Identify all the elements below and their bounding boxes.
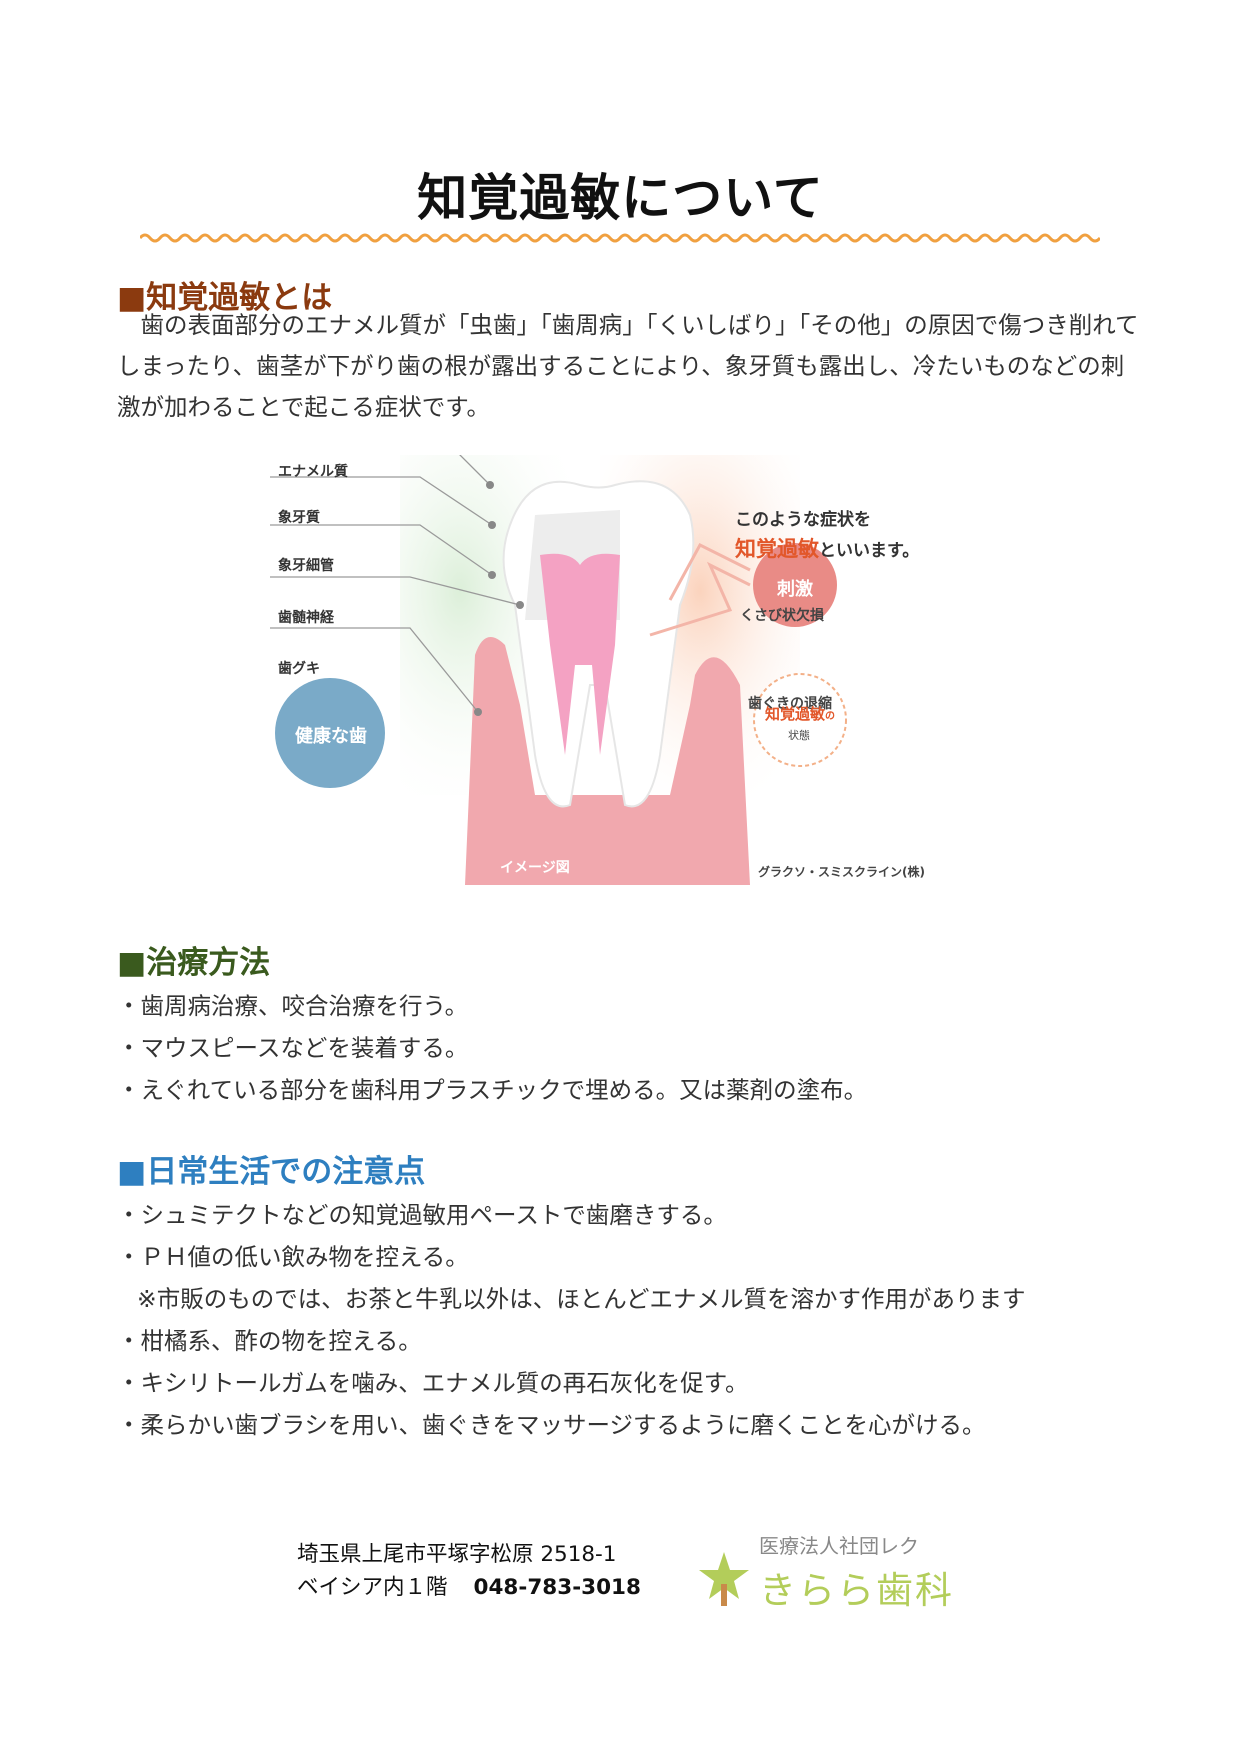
- healthy-tooth-label: 健康な歯: [295, 726, 367, 747]
- section-heading-treatment: ■治療方法: [117, 945, 271, 981]
- label-dots: [474, 481, 524, 716]
- state-highlight: 知覚過敏: [765, 705, 826, 723]
- stimulus-arrow-lower: [649, 561, 751, 637]
- clinic-logo: 医療法人社団レク きらら歯科: [697, 1530, 987, 1612]
- symptom-text-line1: このような症状を: [735, 510, 871, 530]
- clinic-address: 埼玉県上尾市平塚字松原 2518-1 ベイシア内１階 048-783-3018: [297, 1538, 641, 1604]
- healthy-tooth-badge: [275, 678, 385, 788]
- stimulus-label: 刺激: [777, 579, 813, 600]
- symptom-suffix: といいます。: [819, 541, 920, 561]
- gum-recession-label: 歯ぐきの退縮: [748, 696, 832, 712]
- list-item: ・キシリトールガムを噛み、エナメル質の再石灰化を促す。: [117, 1369, 749, 1397]
- wavy-divider: [140, 233, 1100, 243]
- address-line: 埼玉県上尾市平塚字松原 2518-1: [297, 1542, 617, 1567]
- sensitivity-state-badge: [753, 673, 847, 767]
- list-item: ・柔らかい歯ブラシを用い、歯ぐきをマッサージするように磨くことを心がける。: [117, 1411, 986, 1439]
- list-note: ※市販のものでは、お茶と牛乳以外は、ほとんどエナメル質を溶かす作用があります: [137, 1285, 1026, 1313]
- list-item: ・えぐれている部分を歯科用プラスチックで埋める。又は薬剤の塗布。: [117, 1076, 868, 1104]
- tooth-illustration: エナメル質 象牙質 象牙細管 歯髄神経 歯グキ 健康な歯 イメージ図 このような…: [250, 434, 970, 885]
- building-name: ベイシア内１階: [297, 1575, 448, 1600]
- list-item: ・ＰＨ値の低い飲み物を控える。: [117, 1243, 469, 1271]
- image-credit: グラクソ・スミスクライン(株): [758, 865, 925, 879]
- wedge-defect-label: くさび状欠損: [740, 608, 824, 624]
- label-pulp-nerve: 歯髄神経: [278, 610, 334, 626]
- clinic-name: きらら歯科: [759, 1569, 954, 1612]
- label-dentin: 象牙質: [278, 510, 320, 526]
- state-title: 知覚過敏の: [765, 703, 835, 724]
- section-heading-daily-care: ■日常生活での注意点: [117, 1154, 426, 1190]
- corporation-name: 医療法人社団レク: [759, 1534, 919, 1558]
- star-tree-icon: [699, 1552, 749, 1606]
- label-dentinal-tubules: 象牙細管: [278, 558, 334, 574]
- label-gum: 歯グキ: [278, 661, 320, 677]
- treatment-list: ・歯周病治療、咬合治療を行う。 ・マウスピースなどを装着する。 ・えぐれている部…: [117, 985, 867, 1111]
- daily-care-list: ・シュミテクトなどの知覚過敏用ペーストで歯磨きする。 ・ＰＨ値の低い飲み物を控え…: [117, 1194, 1025, 1446]
- symptom-text-line2: 知覚過敏といいます。: [735, 533, 919, 563]
- symptom-highlight: 知覚過敏: [735, 537, 819, 561]
- gum-shape: [465, 637, 750, 885]
- definition-paragraph: 歯の表面部分のエナメル質が「虫歯」「歯周病」「くいしばり」「その他」の原因で傷つ…: [117, 311, 1139, 421]
- phone-number: 048-783-3018: [473, 1575, 641, 1600]
- label-enamel: エナメル質: [278, 464, 348, 480]
- list-item: ・マウスピースなどを装着する。: [117, 1034, 469, 1062]
- stimulus-arrow-upper: [668, 543, 751, 601]
- pulp-nerve: [540, 553, 620, 755]
- list-item: ・歯周病治療、咬合治療を行う。: [117, 992, 469, 1020]
- building-line: ベイシア内１階 048-783-3018: [297, 1571, 641, 1604]
- list-item: ・シュミテクトなどの知覚過敏用ペーストで歯磨きする。: [117, 1201, 727, 1229]
- state-label: 状態: [788, 729, 810, 742]
- stimulus-badge: [753, 543, 837, 627]
- page-title: 知覚過敏について: [417, 169, 824, 227]
- list-item: ・柑橘系、酢の物を控える。: [117, 1327, 422, 1355]
- image-note: イメージ図: [500, 860, 570, 876]
- state-no: の: [825, 711, 836, 722]
- section-heading-definition: ■知覚過敏とは: [117, 280, 333, 316]
